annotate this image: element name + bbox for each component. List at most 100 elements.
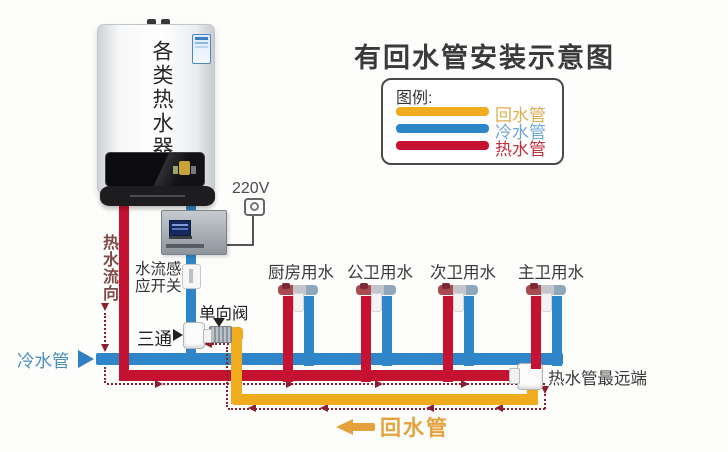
faucet-bar <box>438 285 478 295</box>
tee-fitting-stub <box>203 329 212 343</box>
faucet-cold-side <box>554 285 566 295</box>
faucet-bar <box>356 285 396 295</box>
outlet-label-second-bath: 次卫用水 <box>430 264 496 282</box>
controller-slot <box>166 244 204 248</box>
faucet-handle <box>360 283 368 289</box>
faucet-cold-side <box>306 285 318 295</box>
faucet-spout <box>541 293 552 312</box>
faucet-spout <box>453 293 464 312</box>
fixture-kitchen <box>278 283 320 383</box>
faucet-cold-side <box>466 285 478 295</box>
return-flow-arrow-icon <box>495 404 503 412</box>
return-flow-arrow-icon <box>204 340 212 348</box>
faucet-bar <box>278 285 318 295</box>
hot-flow-arrow-icon <box>375 380 383 388</box>
faucet-hot-side <box>438 285 453 295</box>
cold-pipe-label: 冷水管 <box>17 351 70 371</box>
outlet-label-kitchen: 厨房用水 <box>268 264 334 282</box>
hot-flow-arrow-icon <box>101 303 109 311</box>
cold-inlet-arrow-icon <box>78 350 94 368</box>
return-flow-dotted-line <box>228 408 545 410</box>
cold-drop-pipe <box>464 296 474 366</box>
legend-swatch-return <box>396 107 489 116</box>
return-flow-arrow-icon <box>320 404 328 412</box>
tee-fitting <box>183 322 205 349</box>
heater-flue-cap <box>161 19 170 26</box>
hot-pipe-horizontal <box>119 370 519 381</box>
flow-sensor-device <box>182 264 201 289</box>
return-pipe-horizontal <box>231 394 538 405</box>
fixture-public-bath <box>356 283 398 383</box>
hot-flow-arrow-icon <box>155 380 163 388</box>
heater-label: 各类热水器 <box>150 40 173 160</box>
fixture-second-bath <box>438 283 480 383</box>
flow-sensor-label-line2: 应开关 <box>135 278 182 295</box>
hot-drop-pipe <box>443 296 453 382</box>
hot-drop-pipe <box>361 296 371 382</box>
flow-sensor-label-line1: 水流感 <box>135 261 182 278</box>
return-flow-dotted-line <box>226 347 228 407</box>
check-valve-pointer-icon <box>213 318 225 327</box>
hot-flow-dotted-line <box>107 383 545 385</box>
check-valve <box>209 326 232 343</box>
return-flow-arrow-icon <box>426 404 434 412</box>
return-flow-dotted-line <box>212 343 229 345</box>
heater-flue-cap <box>147 19 156 26</box>
faucet-handle <box>530 283 538 289</box>
return-pipe-arrow-icon <box>336 419 353 435</box>
tee-pointer-icon <box>173 329 183 341</box>
return-flow-dotted-line <box>544 394 546 409</box>
return-flow-arrow-icon <box>248 404 256 412</box>
return-pipe-arrow-shaft <box>352 423 375 431</box>
cold-pipe-horizontal <box>96 353 563 365</box>
legend-swatch-hot <box>396 141 489 150</box>
faucet-cold-side <box>384 285 396 295</box>
farthest-end-label: 热水管最远端 <box>548 370 647 388</box>
hot-flow-arrow-icon <box>286 380 294 388</box>
hot-flow-arrow-icon <box>461 380 469 388</box>
heater-base <box>100 186 215 206</box>
return-pipe-label: 回水管 <box>380 417 449 440</box>
heater-display-glyph <box>179 161 190 175</box>
heater-energy-sticker <box>192 34 211 64</box>
faucet-hot-side <box>278 285 293 295</box>
hot-flow-dotted-line <box>104 313 106 342</box>
faucet-hot-side <box>526 285 541 295</box>
return-pipe-vertical-left <box>231 328 242 404</box>
legend-swatch-cold <box>396 124 489 133</box>
faucet-handle <box>442 283 450 289</box>
legend-title: 图例: <box>396 90 433 107</box>
legend-box: 图例: 回水管 冷水管 热水管 <box>381 78 564 165</box>
legend-label-return: 回水管 <box>495 106 546 125</box>
power-label: 220V <box>232 180 270 197</box>
legend-label-hot: 热水管 <box>495 140 546 159</box>
cold-drop-pipe <box>304 296 314 366</box>
heater-display-panel <box>105 152 205 187</box>
cold-drop-pipe <box>382 296 392 366</box>
outlet-label-master-bath: 主卫用水 <box>518 264 584 282</box>
power-wire <box>225 244 254 246</box>
page-title: 有回水管安装示意图 <box>354 43 615 73</box>
hot-drop-pipe <box>283 296 293 382</box>
tee-label: 三通 <box>137 329 172 349</box>
return-flow-arrow-icon <box>541 386 549 394</box>
outlet-label-public-bath: 公卫用水 <box>347 264 413 282</box>
power-wire <box>252 214 254 246</box>
controller-display <box>169 220 191 236</box>
faucet-handle <box>282 283 290 289</box>
flow-sensor-controller <box>161 210 227 255</box>
fixture-master-bath <box>526 283 568 383</box>
legend-label-cold: 冷水管 <box>495 123 546 142</box>
faucet-bar <box>526 285 566 295</box>
faucet-spout <box>293 293 304 312</box>
check-valve-label: 单向阀 <box>199 305 249 323</box>
controller-button-strip <box>169 236 192 239</box>
hot-drop-pipe <box>531 296 541 369</box>
hot-flow-dotted-line <box>104 367 106 383</box>
faucet-spout <box>371 293 382 312</box>
hot-pipe-vertical-from-heater <box>119 200 129 381</box>
return-pipe-vertical-right <box>527 385 538 405</box>
faucet-hot-side <box>356 285 371 295</box>
power-outlet-icon <box>244 198 265 216</box>
